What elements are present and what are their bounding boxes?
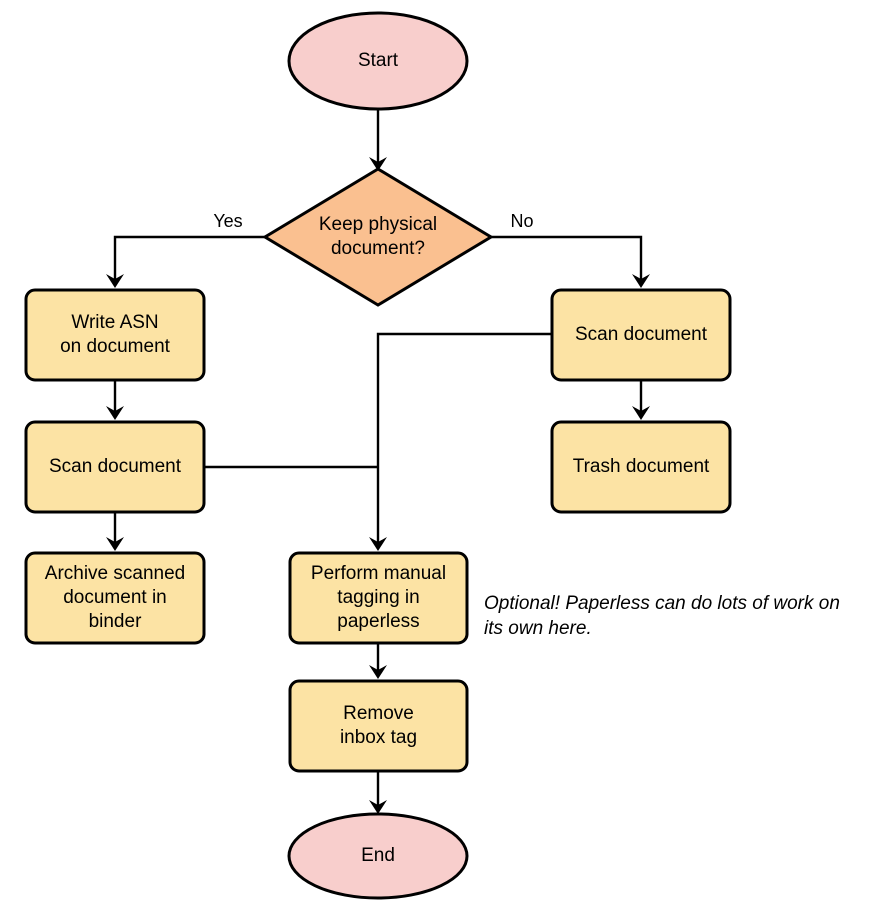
edge-write-asn-to-scan-left	[106, 380, 124, 420]
edge-decision-yes-to-write-asn: Yes	[106, 211, 265, 288]
process-shape	[24, 551, 206, 645]
edges-layer: Yes No	[106, 109, 650, 814]
edge-arrowhead	[106, 274, 124, 288]
node-end[interactable]: End	[287, 812, 469, 900]
edge-scan-left-to-archive	[106, 512, 124, 551]
terminator-shape	[287, 812, 469, 900]
node-label: End	[361, 845, 395, 866]
edge-arrowhead	[369, 665, 387, 679]
process-shape	[550, 288, 732, 382]
process-shape	[550, 420, 732, 514]
edge-arrowhead	[106, 537, 124, 551]
edge-label-decision-yes-to-write-asn: Yes	[213, 211, 242, 231]
edge-start-to-decision	[369, 109, 387, 171]
edge-arrowhead	[632, 406, 650, 420]
edge-line	[113, 235, 265, 286]
edge-scan-right-to-manual-tagging	[369, 332, 552, 551]
edge-line	[376, 332, 552, 549]
node-label: Trash document	[573, 456, 710, 477]
process-shape	[288, 679, 469, 773]
annotations-layer: Optional! Paperless can do lots of work …	[484, 593, 840, 639]
process-shape	[288, 551, 469, 645]
process-shape	[24, 420, 206, 514]
edge-arrowhead	[369, 800, 387, 814]
process-shape	[24, 288, 206, 382]
annotation-optional-note: Optional! Paperless can do lots of work …	[484, 593, 840, 639]
node-scan-document-right[interactable]: Scan document	[550, 288, 732, 382]
edge-label-decision-no-to-scan-right: No	[510, 211, 533, 231]
node-start[interactable]: Start	[287, 11, 469, 111]
edge-scan-right-to-trash	[632, 380, 650, 420]
edge-arrowhead	[369, 537, 387, 551]
edge-arrowhead	[632, 274, 650, 288]
node-label: Scan document	[575, 324, 708, 345]
node-scan-document-left[interactable]: Scan document	[24, 420, 206, 514]
node-label: Start	[358, 50, 399, 71]
node-trash-document[interactable]: Trash document	[550, 420, 732, 514]
edge-arrowhead	[369, 157, 387, 171]
edge-remove-inbox-to-end	[369, 771, 387, 814]
edge-manual-tagging-to-remove-inbox	[369, 643, 387, 679]
decision-shape	[262, 167, 494, 307]
edge-line	[491, 235, 643, 286]
node-label: Scan document	[49, 456, 182, 477]
edge-decision-no-to-scan-right: No	[491, 211, 650, 288]
terminator-shape	[287, 11, 469, 111]
edge-arrowhead	[106, 406, 124, 420]
